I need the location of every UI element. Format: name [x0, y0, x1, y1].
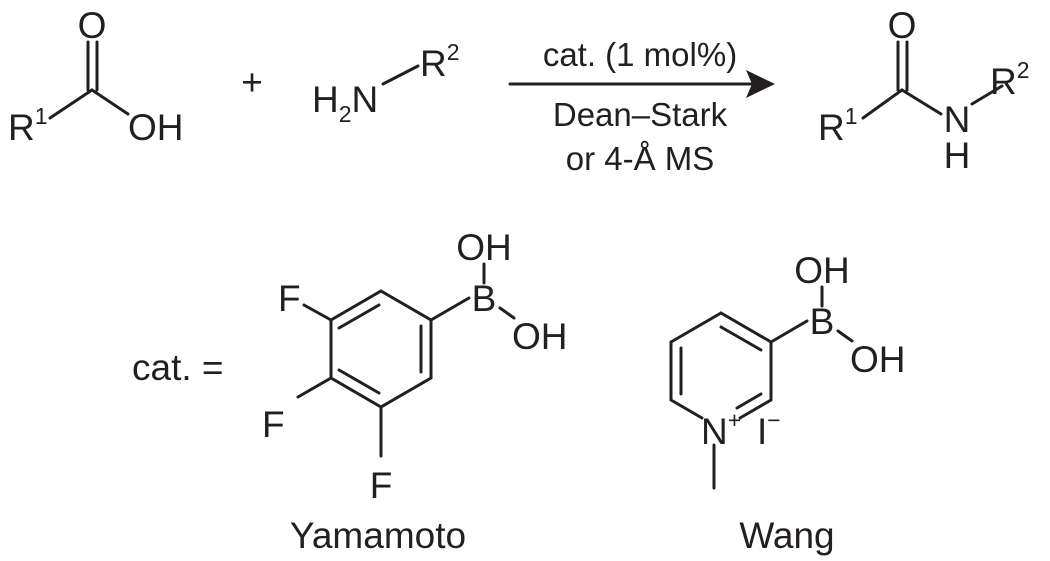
- wang-oh-top: OH: [794, 250, 850, 291]
- wang-ring-bond-c3-c4: [719, 311, 773, 344]
- bond-r1-c-amide: [861, 88, 904, 120]
- yamamoto-inner-bond-bottom: [337, 368, 381, 395]
- yamamoto-fluorine-middle: F: [262, 404, 285, 445]
- wang-ring-bond-c4-c5: [669, 311, 723, 344]
- yamamoto-inner-bond-top: [337, 303, 381, 330]
- bond-c-oh: [90, 88, 130, 116]
- wang-catalyst: B OH OH N+ I− Wang: [669, 250, 906, 556]
- amine-nh2: H2N: [312, 79, 378, 127]
- wang-name: Wang: [739, 515, 834, 556]
- yamamoto-fluorine-bottom: F: [370, 465, 393, 506]
- bond-n-r2-amide: [970, 84, 1004, 106]
- yamamoto-name: Yamamoto: [290, 515, 466, 556]
- yamamoto-bond-c-f-middle: [296, 376, 333, 399]
- condition-molecular-sieves: or 4-Å MS: [566, 140, 715, 177]
- condition-dean-stark: Dean–Stark: [553, 96, 728, 133]
- amide-nitrogen: N: [944, 99, 971, 140]
- bond-r1-c: [48, 88, 94, 120]
- wang-inner-bond-top: [719, 325, 763, 352]
- wang-iodide: I−: [757, 407, 781, 452]
- yamamoto-boron: B: [472, 278, 497, 319]
- wang-inner-bond-right: [735, 392, 763, 410]
- acid-hydroxyl: OH: [128, 107, 184, 148]
- amide-product: O R1 N H R2: [818, 5, 1030, 176]
- amine: H2N R2: [312, 39, 460, 127]
- amide-hydrogen: H: [944, 135, 971, 176]
- yamamoto-bond-b-oh-right: [498, 306, 516, 320]
- wang-nitrogen: N+: [701, 407, 741, 452]
- amide-r2-label: R2: [990, 57, 1030, 102]
- carboxylic-acid: O R1 OH: [8, 5, 184, 148]
- bond-c-n-amide: [900, 88, 943, 116]
- wang-oh-right: OH: [850, 339, 906, 380]
- acid-r1-label: R1: [8, 103, 48, 148]
- catalyst-prefix: cat. =: [132, 347, 224, 388]
- amide-r1-label: R1: [818, 103, 858, 148]
- wang-ring-bond-n-c2: [738, 398, 773, 420]
- condition-catalyst: cat. (1 mol%): [543, 36, 737, 73]
- wang-ring-bond-c6-n: [669, 398, 704, 420]
- wang-bond-b-oh-right: [836, 329, 854, 343]
- amide-oxygen: O: [888, 5, 917, 46]
- wang-boron: B: [810, 301, 835, 342]
- yamamoto-oh-top: OH: [456, 227, 512, 268]
- arrow-head: [746, 70, 775, 98]
- wang-bond-c-b: [769, 319, 809, 344]
- yamamoto-fluorine-top: F: [278, 278, 301, 319]
- yamamoto-bond-c-b: [429, 296, 471, 322]
- yamamoto-oh-right: OH: [512, 316, 568, 357]
- yamamoto-catalyst: B OH OH F F F Yamamoto: [262, 227, 568, 556]
- plus-sign: +: [241, 62, 263, 103]
- bond-n-r2: [381, 64, 420, 86]
- yamamoto-benzene-ring: [329, 289, 433, 409]
- reaction-arrow: [508, 70, 775, 98]
- amine-r2-label: R2: [420, 39, 460, 84]
- acid-oxygen: O: [78, 5, 107, 46]
- yamamoto-bond-c-f-top: [302, 303, 333, 322]
